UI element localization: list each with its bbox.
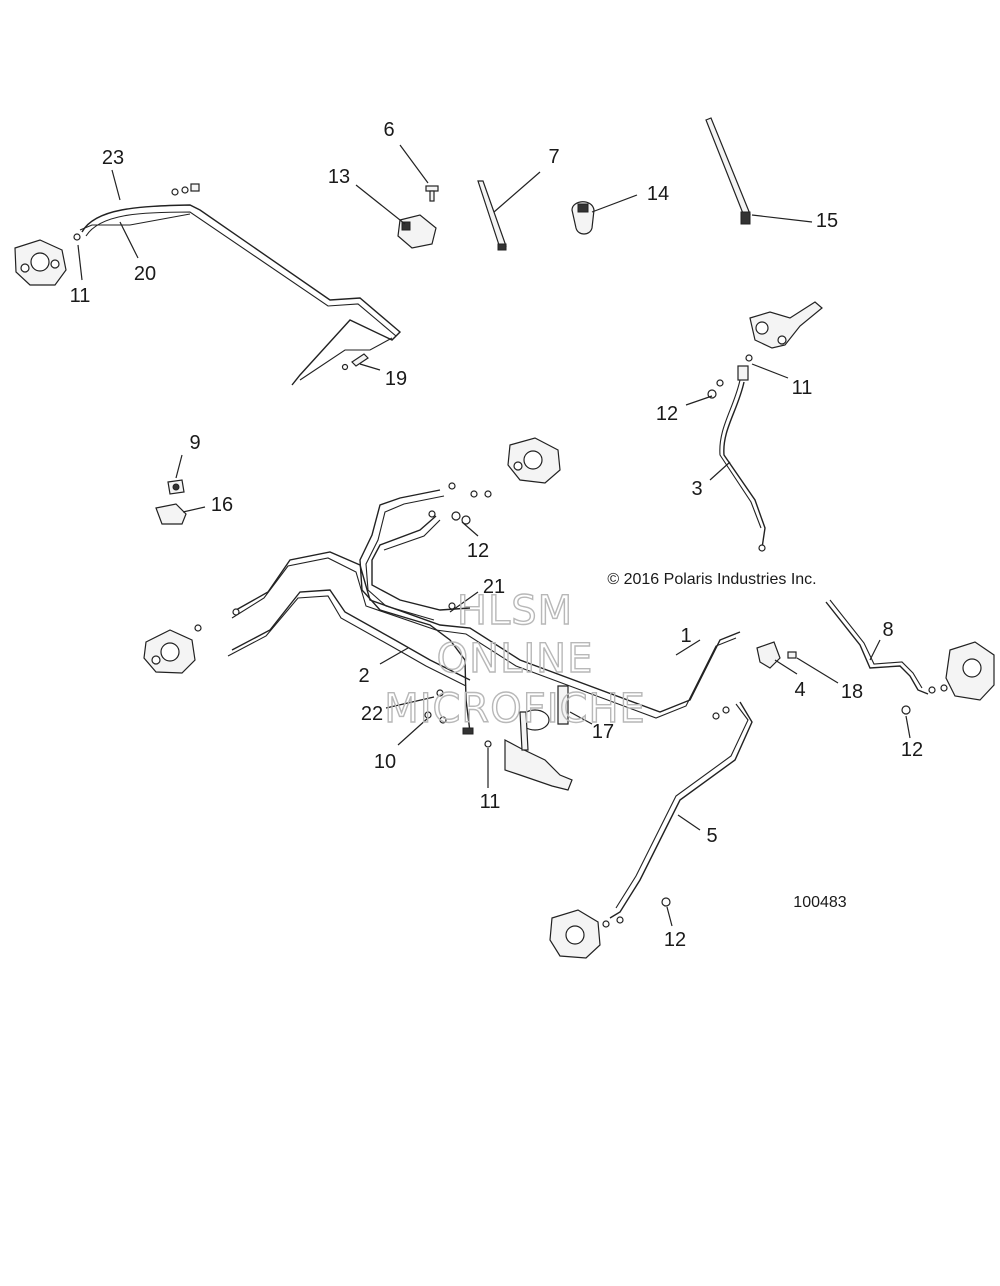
callout-11-right: 11 bbox=[792, 377, 813, 399]
copyright-notice: © 2016 Polaris Industries Inc. bbox=[607, 571, 816, 588]
bolt-fastener bbox=[425, 185, 439, 202]
callout-5: 5 bbox=[706, 825, 717, 847]
callout-7: 7 bbox=[548, 146, 559, 168]
callout-1: 1 bbox=[680, 625, 691, 647]
callout-16: 16 bbox=[211, 494, 233, 516]
right-front-brake-caliper bbox=[507, 437, 561, 484]
callout-11-bottom: 11 bbox=[480, 791, 501, 813]
cable-tie bbox=[477, 180, 507, 251]
callout-10: 10 bbox=[374, 751, 396, 773]
small-nut-clip bbox=[167, 479, 185, 495]
leader-lines bbox=[77, 144, 911, 927]
callout-12-bottom: 12 bbox=[664, 929, 686, 951]
callout-12-center: 12 bbox=[467, 540, 489, 562]
callout-labels: 1 2 3 4 5 6 7 8 9 10 11 11 11 12 12 12 1… bbox=[70, 119, 924, 951]
watermark-line-3: MICROFICHE bbox=[384, 686, 646, 732]
callout-13: 13 bbox=[328, 166, 350, 188]
master-cylinder-assembly bbox=[707, 301, 823, 552]
callout-15: 15 bbox=[816, 210, 838, 232]
switch-fitting bbox=[787, 651, 797, 659]
right-rear-brake-line bbox=[825, 599, 995, 715]
watermark: HLSM ONLINE MICROFICHE bbox=[383, 587, 646, 732]
callout-9: 9 bbox=[189, 432, 200, 454]
reservoir-hose-and-clamp bbox=[504, 685, 573, 791]
callout-22: 22 bbox=[361, 703, 383, 725]
callout-11-upper-left: 11 bbox=[70, 285, 91, 307]
watermark-line-1: HLSM bbox=[457, 588, 573, 634]
left-front-brake-caliper bbox=[143, 629, 196, 674]
grommet-clip bbox=[571, 201, 595, 235]
callout-12-right: 12 bbox=[901, 739, 923, 761]
callout-17: 17 bbox=[592, 721, 614, 743]
callout-18: 18 bbox=[841, 681, 863, 703]
callout-6: 6 bbox=[383, 119, 394, 141]
callout-4: 4 bbox=[794, 679, 805, 701]
main-brake-line-bundle bbox=[194, 482, 741, 748]
watermark-line-2: ONLINE bbox=[437, 636, 594, 682]
brake-line-bracket bbox=[155, 503, 187, 525]
callout-3: 3 bbox=[691, 478, 702, 500]
callout-23: 23 bbox=[102, 147, 124, 169]
callout-19: 19 bbox=[385, 368, 407, 390]
callout-2: 2 bbox=[358, 665, 369, 687]
callout-21: 21 bbox=[483, 576, 505, 598]
figure-number: 100483 bbox=[793, 894, 846, 911]
brake-switch bbox=[756, 641, 781, 669]
long-cable-tie bbox=[705, 117, 751, 225]
brake-line-clip bbox=[397, 214, 437, 249]
rear-left-brake-line-assembly bbox=[73, 183, 402, 386]
front-right-brake-line bbox=[549, 701, 753, 959]
left-brake-caliper bbox=[14, 239, 67, 286]
callout-12-upper-right: 12 bbox=[656, 403, 678, 425]
callout-8: 8 bbox=[882, 619, 893, 641]
callout-20: 20 bbox=[134, 263, 156, 285]
callout-14: 14 bbox=[647, 183, 669, 205]
